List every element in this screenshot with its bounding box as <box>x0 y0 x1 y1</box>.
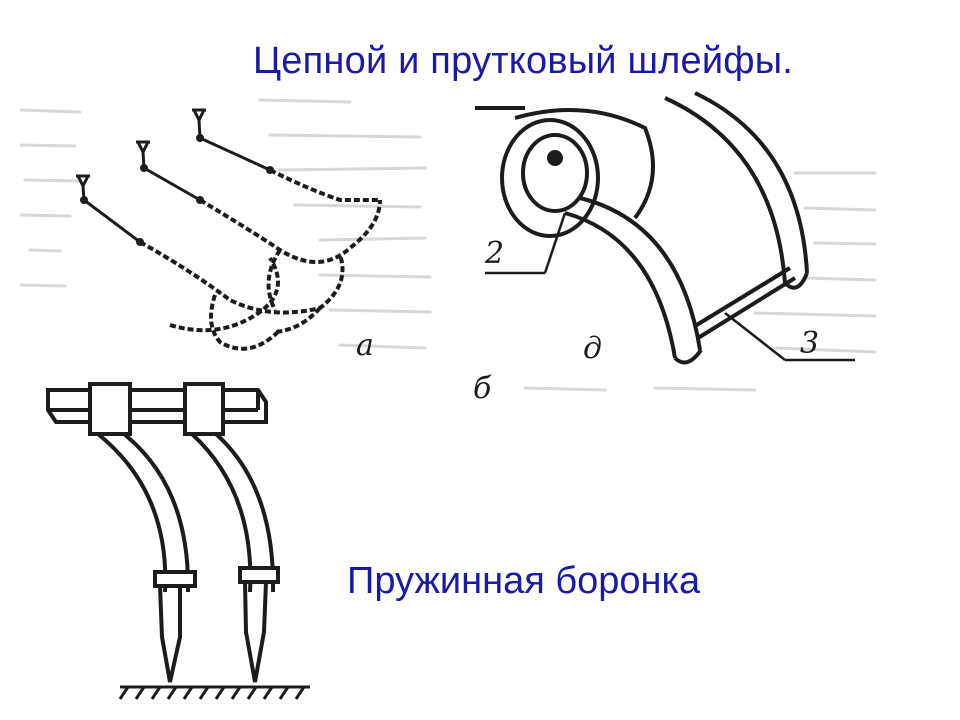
ground <box>118 685 310 700</box>
spring-harrow-figure <box>40 382 340 712</box>
chain-hangers <box>76 108 271 244</box>
rods <box>564 91 809 365</box>
label-b: б <box>473 371 492 406</box>
chain-figure-label: а <box>356 328 374 363</box>
chain-links <box>139 168 382 351</box>
slide-title: Цепной и прутковый шлейфы. <box>253 40 794 82</box>
scan-noise <box>20 98 432 350</box>
beam <box>46 388 268 424</box>
label-2: 2 <box>484 236 504 271</box>
clamps <box>88 382 225 436</box>
wheel <box>475 106 655 238</box>
label-d: д <box>583 331 602 366</box>
spring-tines <box>96 432 280 683</box>
rod-harrow-figure: 2 3 д б <box>455 88 885 408</box>
leader-lines <box>485 212 855 362</box>
label-3: 3 <box>800 326 819 361</box>
chain-knots <box>80 134 274 246</box>
slide-caption: Пружинная боронка <box>347 560 701 602</box>
chain-harrow-figure: а <box>20 80 440 410</box>
scan-noise <box>523 171 877 392</box>
